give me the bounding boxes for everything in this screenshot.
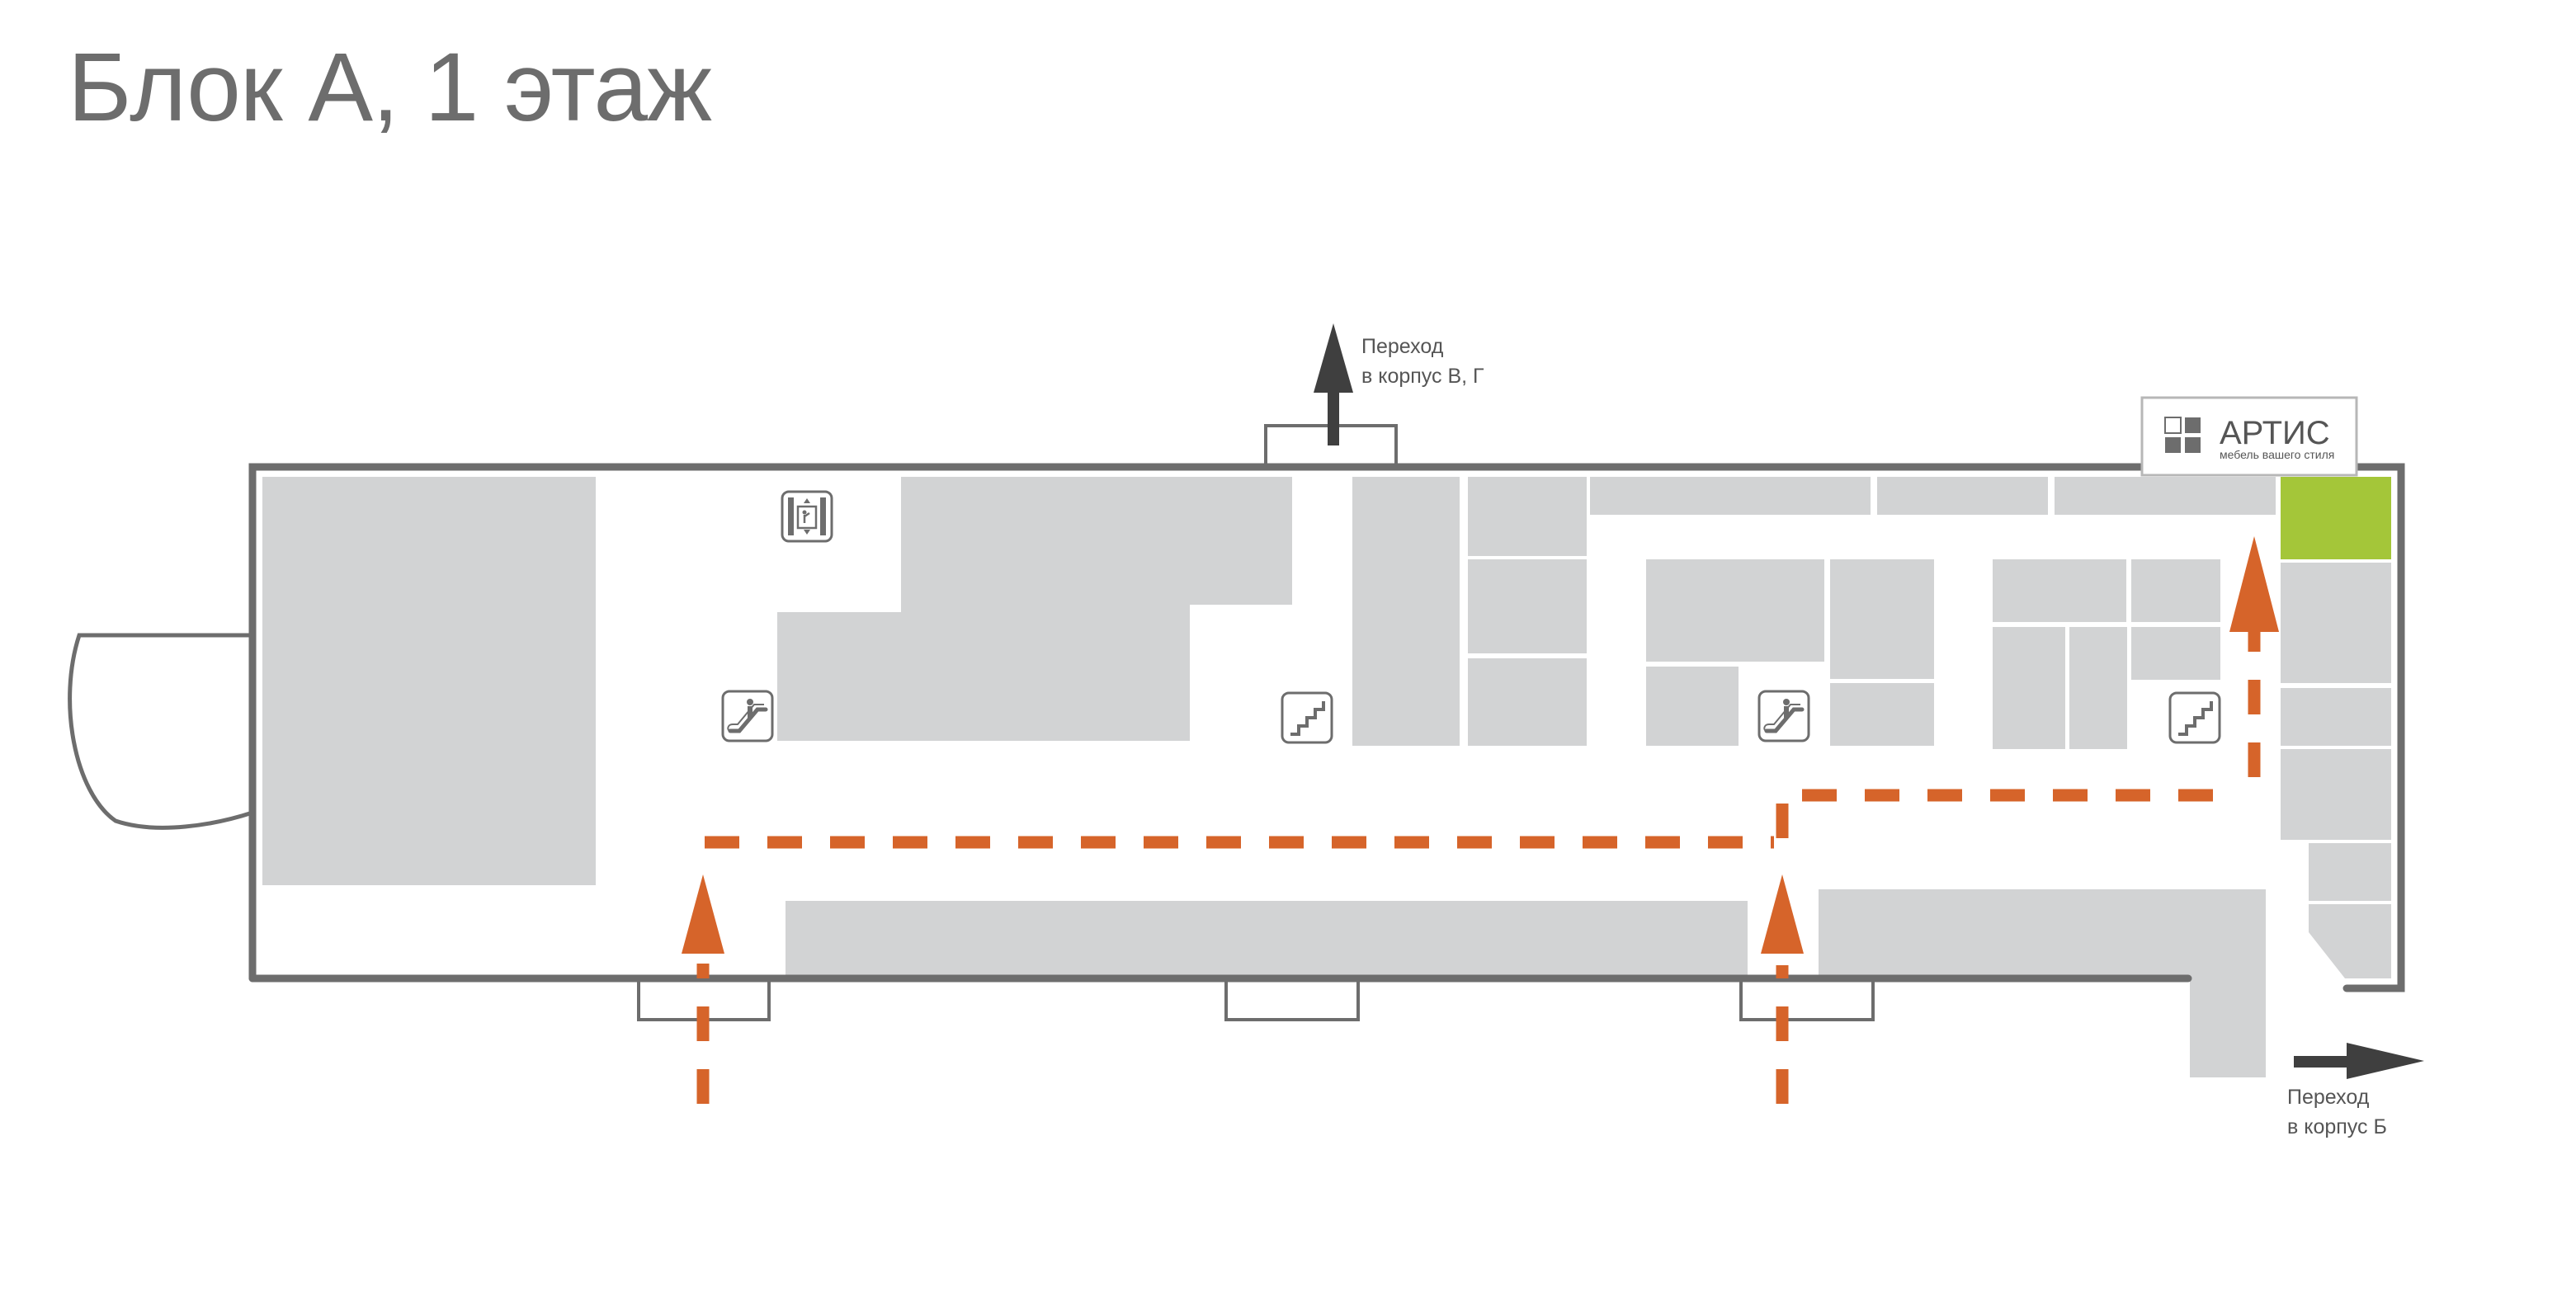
- rooms: [262, 477, 2391, 1077]
- route: [696, 629, 2261, 1104]
- room: [2055, 477, 2276, 515]
- stairs-icon: [1281, 691, 1333, 744]
- door-bottom-2: [1224, 982, 1360, 1021]
- stairs-icon: [2168, 691, 2221, 744]
- room: [1993, 627, 2065, 749]
- room: [1468, 658, 1587, 746]
- entrance-door-arc: [68, 633, 253, 830]
- room: [1590, 477, 1871, 515]
- room: [2131, 627, 2220, 680]
- room: [1646, 667, 1739, 746]
- room: [2309, 843, 2391, 901]
- store-tagline: мебель вашего стиля: [2220, 448, 2334, 461]
- room: [786, 901, 1748, 977]
- room: [2131, 559, 2220, 622]
- room: [1830, 683, 1934, 746]
- escalator-icon: [721, 690, 774, 742]
- outer-wall: [248, 463, 2405, 992]
- route-line: [1776, 789, 2228, 838]
- route-arrow-icon: [682, 874, 724, 954]
- room: [2281, 563, 2391, 683]
- route-arrow-icon: [1761, 874, 1804, 954]
- artis-logo-icon: [2164, 417, 2201, 453]
- door-bottom-3: [1739, 982, 1875, 1021]
- room: [1468, 559, 1587, 653]
- room: [2069, 627, 2127, 749]
- room: [777, 477, 1292, 741]
- room: [1468, 477, 1587, 556]
- route-arrows: [682, 536, 2279, 954]
- room: [2309, 904, 2391, 978]
- elevator-icon: [781, 490, 833, 543]
- store-artis-area[interactable]: [2281, 477, 2391, 559]
- room: [1830, 559, 1934, 679]
- room: [262, 477, 596, 885]
- transition-right-line1: Переход: [2287, 1086, 2370, 1109]
- transition-top-line1: Переход: [1361, 335, 1444, 358]
- store-name: АРТИС: [2220, 415, 2330, 451]
- room: [1646, 559, 1824, 662]
- room: [1819, 889, 2266, 1077]
- route-arrow-icon: [2229, 536, 2279, 632]
- escalator-icon: [1757, 690, 1810, 742]
- room: [2281, 688, 2391, 746]
- room: [1877, 477, 2048, 515]
- room: [2281, 749, 2391, 840]
- walls: [248, 463, 2405, 992]
- arrow-right-icon[interactable]: [2294, 1043, 2424, 1079]
- transition-top-line2: в корпус В, Г: [1361, 365, 1484, 388]
- store-sign-artis[interactable]: АРТИС мебель вашего стиля: [2140, 396, 2358, 477]
- arrow-up-icon[interactable]: [1314, 323, 1353, 445]
- page-title: Блок А, 1 этаж: [68, 33, 712, 142]
- transition-right-line2: в корпус Б: [2287, 1115, 2387, 1138]
- room: [1352, 477, 1460, 746]
- room: [1993, 559, 2126, 622]
